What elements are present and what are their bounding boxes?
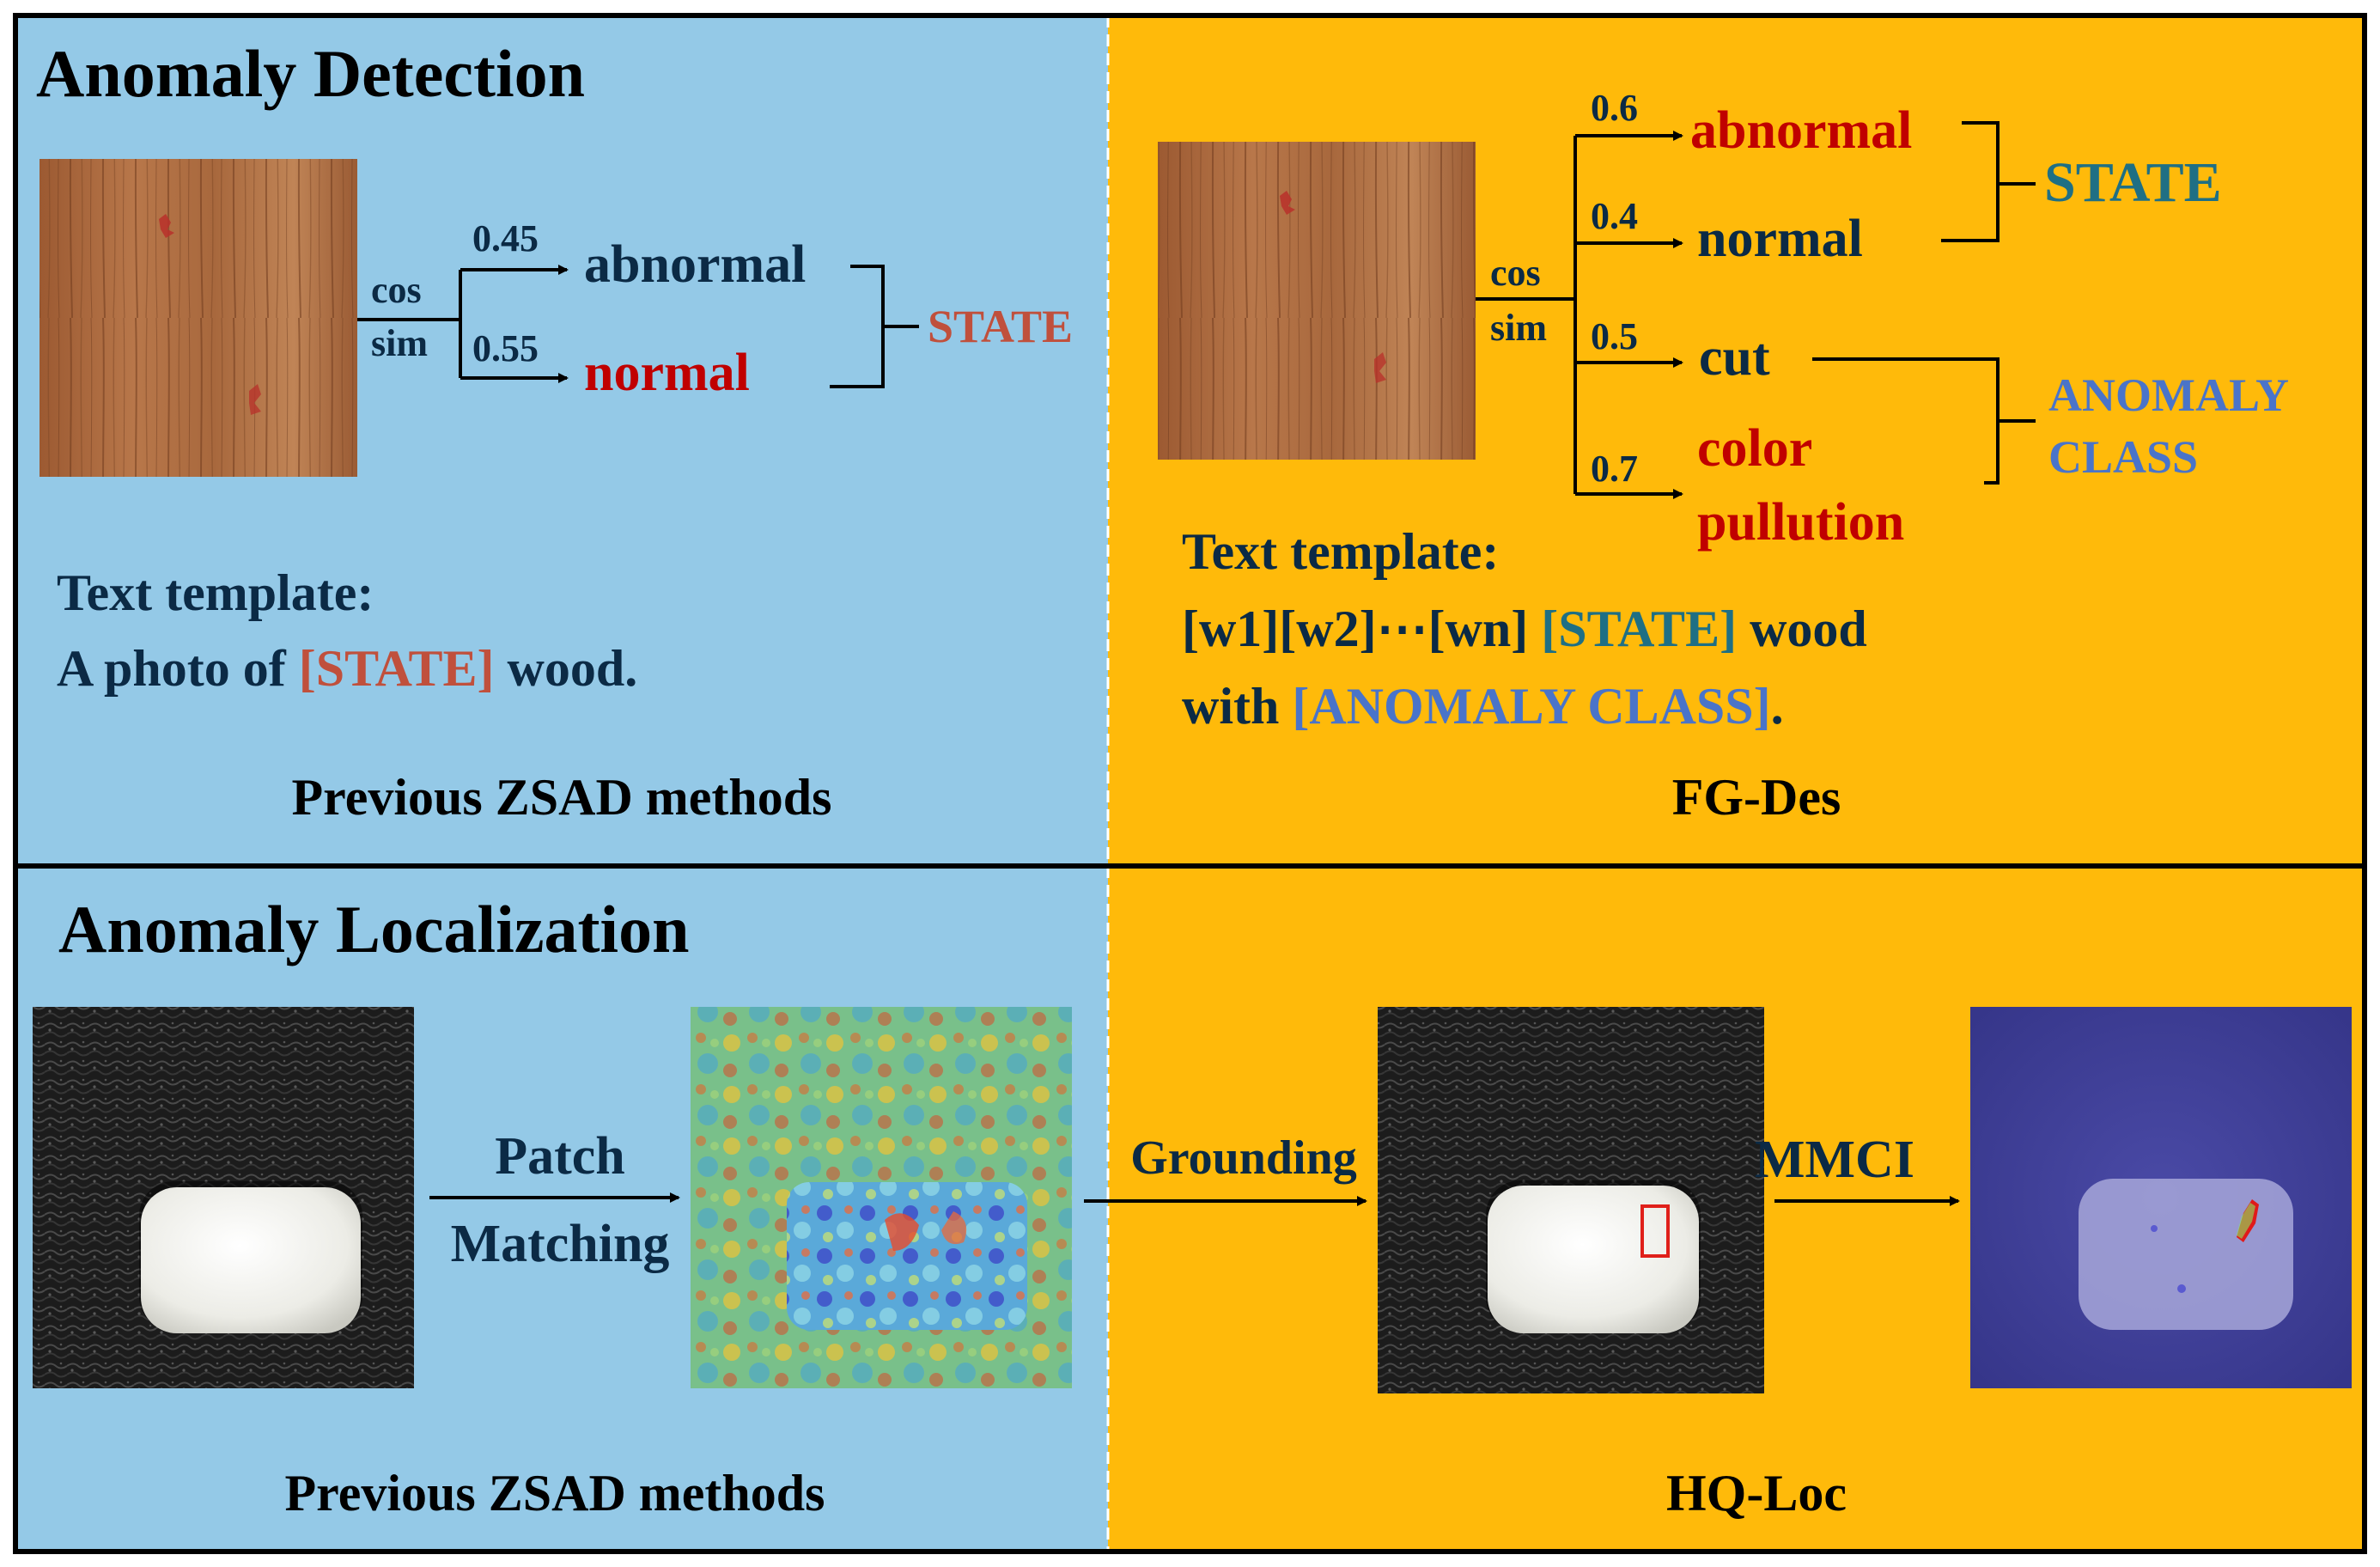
sim-label-left: sim xyxy=(371,322,428,364)
cos-sim-connector-left xyxy=(357,265,919,388)
wood-texture-image-left xyxy=(40,159,357,477)
template-suffix-left: wood. xyxy=(495,640,638,697)
label-cut-right: cut xyxy=(1699,328,1770,387)
score-normal-left: 0.55 xyxy=(472,327,539,369)
wood-texture-image-right xyxy=(1158,142,1476,460)
gum-object-image xyxy=(33,1007,414,1388)
mmci-label: MMCI xyxy=(1755,1131,1914,1189)
anomaly-heatmap-image xyxy=(691,1007,1072,1388)
caption-previous-zsad-top: Previous ZSAD methods xyxy=(292,769,832,826)
template-slot-state-left: [STATE] xyxy=(299,640,495,697)
template-period-right: . xyxy=(1771,678,1784,735)
caption-hq-loc: HQ-Loc xyxy=(1666,1465,1847,1521)
template-line2-right: [w1][w2]⋯[wn] [STATE] wood xyxy=(1182,601,1867,657)
sim-label-right: sim xyxy=(1490,307,1547,349)
outer-frame xyxy=(13,13,2367,1554)
caption-fg-des: FG-Des xyxy=(1672,769,1841,826)
matching-label: Matching xyxy=(451,1215,670,1273)
grounded-box-image xyxy=(1378,1007,1764,1393)
template-words-right: [w1][w2]⋯[wn] xyxy=(1182,601,1541,657)
template-line-left: A photo of [STATE] wood. xyxy=(57,640,637,697)
template-slot-anomaly-right: [ANOMALY CLASS] xyxy=(1292,678,1770,735)
patch-label: Patch xyxy=(495,1127,625,1186)
template-slot-state-right: [STATE] xyxy=(1541,601,1737,657)
template-prefix-left: A photo of xyxy=(57,640,299,697)
group-state-right: STATE xyxy=(2044,151,2222,214)
cos-sim-connector-right xyxy=(1476,121,2036,499)
label-abnormal-left: abnormal xyxy=(584,235,806,294)
score-cut-right: 0.5 xyxy=(1591,315,1638,357)
group-state-left: STATE xyxy=(928,301,1073,352)
cos-label-left: cos xyxy=(371,269,422,311)
detected-anomaly-box xyxy=(1640,1204,1670,1258)
score-abnormal-right: 0.6 xyxy=(1591,87,1638,129)
score-normal-right: 0.4 xyxy=(1591,195,1638,237)
template-heading-right: Text template: xyxy=(1182,523,1499,580)
template-wood-right: wood xyxy=(1737,601,1867,657)
cos-label-right: cos xyxy=(1490,252,1541,294)
group-class-right: CLASS xyxy=(2048,431,2198,483)
caption-previous-zsad-bottom: Previous ZSAD methods xyxy=(285,1465,825,1521)
template-heading-left: Text template: xyxy=(57,564,374,621)
group-anomaly-right: ANOMALY xyxy=(2048,369,2289,421)
label-abnormal-right: abnormal xyxy=(1690,101,1912,160)
score-color-right: 0.7 xyxy=(1591,448,1638,490)
section-title-localization: Anomaly Localization xyxy=(58,892,690,966)
label-color-right: color xyxy=(1697,419,1812,478)
label-normal-right: normal xyxy=(1697,210,1863,268)
template-with-right: with xyxy=(1182,678,1292,735)
score-abnormal-left: 0.45 xyxy=(472,217,539,259)
anomaly-mask-image xyxy=(1970,1007,2352,1388)
section-title-detection: Anomaly Detection xyxy=(36,36,585,111)
label-pullution-right: pullution xyxy=(1697,493,1904,552)
label-normal-left: normal xyxy=(584,344,750,402)
grounding-label: Grounding xyxy=(1130,1131,1357,1185)
template-line3-right: with [ANOMALY CLASS]. xyxy=(1182,678,1784,735)
